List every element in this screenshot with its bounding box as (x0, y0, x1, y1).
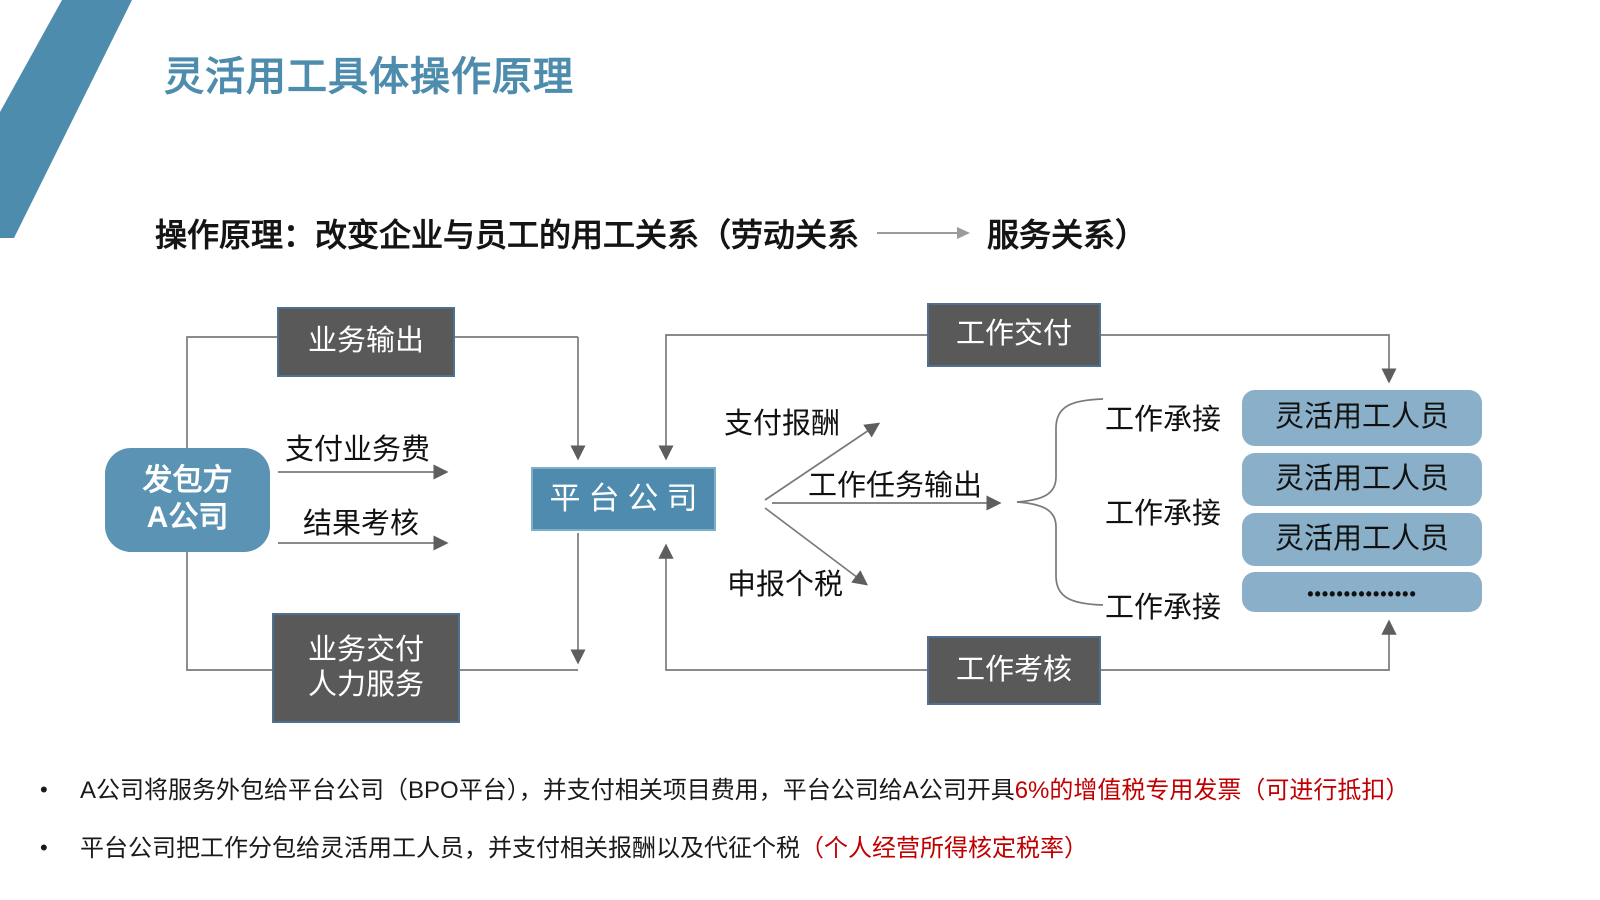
bullet-item: • 平台公司把工作分包给灵活用工人员，并支付相关报酬以及代征个税（个人经营所得核… (40, 834, 1570, 864)
declare-tax-label: 申报个税 (727, 569, 844, 601)
bullet-text-red: 6%的增值税专用发票（可进行抵扣） (1014, 777, 1410, 804)
business-delivery-line2: 人力服务 (307, 669, 424, 701)
work-review-box: 工作考核 (927, 636, 1101, 705)
contractor-line1: 发包方 (142, 464, 233, 498)
right-arrow-icon (877, 227, 971, 239)
work-accept-label: 工作承接 (1105, 498, 1222, 530)
notes-list: • A公司将服务外包给平台公司（BPO平台），并支付相关项目费用，平台公司给A公… (40, 776, 1570, 892)
bullet-text-black: A公司将服务外包给平台公司（BPO平台），并支付相关项目费用，平台公司给A公司开… (80, 777, 1015, 804)
contractor-line2: A公司 (146, 501, 229, 534)
subtitle: 操作原理：改变企业与员工的用工关系（劳动关系 服务关系） (155, 210, 1147, 256)
corner-stripe-decoration (0, 0, 132, 238)
business-delivery-line1: 业务交付 (307, 633, 424, 666)
work-accept-label: 工作承接 (1105, 404, 1222, 436)
contractor-box: 发包方 A公司 (105, 448, 270, 552)
bullet-text: 平台公司把工作分包给灵活用工人员，并支付相关报酬以及代征个税（个人经营所得核定税… (80, 834, 1088, 864)
page-title: 灵活用工具体操作原理 (164, 55, 574, 99)
work-delivery-box: 工作交付 (927, 303, 1101, 367)
subtitle-prefix: 操作原理：改变企业与员工的用工关系（劳动关系 (155, 217, 860, 253)
pay-reward-label: 支付报酬 (724, 408, 841, 440)
flexible-worker-box: 灵活用工人员 (1242, 453, 1482, 506)
business-delivery-box: 业务交付 人力服务 (272, 613, 460, 723)
result-review-label: 结果考核 (303, 508, 420, 540)
flexible-worker-box: 灵活用工人员 (1242, 390, 1482, 446)
pay-business-fee-label: 支付业务费 (285, 434, 431, 466)
bullet-marker: • (40, 777, 48, 802)
platform-company-box: 平台公司 (531, 467, 716, 531)
work-accept-label: 工作承接 (1105, 592, 1222, 624)
bullet-text-black: 平台公司把工作分包给灵活用工人员，并支付相关报酬以及代征个税 (80, 835, 800, 862)
bullet-text-red: （个人经营所得核定税率） (800, 835, 1088, 862)
task-output-label: 工作任务输出 (808, 470, 983, 502)
more-workers-box: ••••••••••••••• (1242, 572, 1482, 612)
bullet-text: A公司将服务外包给平台公司（BPO平台），并支付相关项目费用，平台公司给A公司开… (80, 776, 1409, 806)
bullet-marker: • (40, 835, 48, 860)
subtitle-suffix: 服务关系） (987, 217, 1148, 253)
business-output-box: 业务输出 (277, 307, 455, 377)
flexible-worker-box: 灵活用工人员 (1242, 513, 1482, 566)
bullet-item: • A公司将服务外包给平台公司（BPO平台），并支付相关项目费用，平台公司给A公… (40, 776, 1570, 806)
